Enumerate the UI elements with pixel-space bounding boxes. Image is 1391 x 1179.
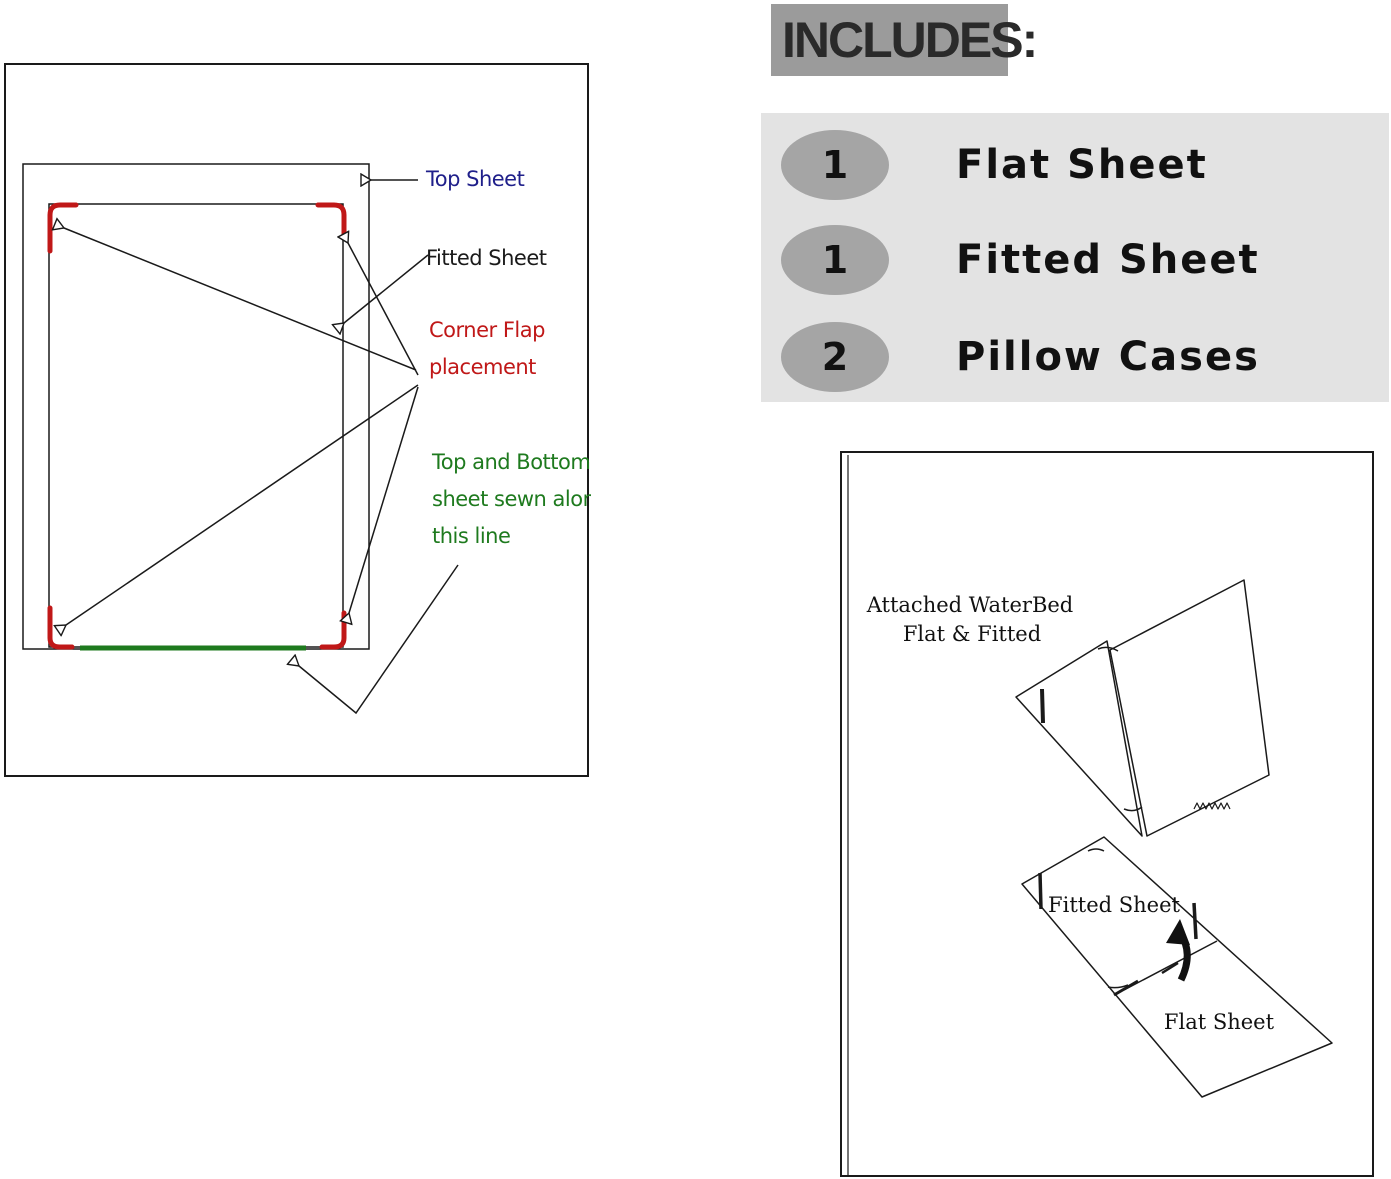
waterbed-sheet-diagram: Attached WaterBed Flat & Fitted xyxy=(840,451,1374,1177)
item-label: Fitted Sheet xyxy=(956,237,1260,283)
includes-header-box xyxy=(771,4,1008,76)
corner-flap-label-line1: Corner Flap xyxy=(429,318,545,342)
include-item: 2 Pillow Cases xyxy=(761,322,1389,392)
corner-flaps xyxy=(47,202,347,650)
top-sheet-outline xyxy=(22,163,370,650)
corner-flap-top-right xyxy=(315,202,347,238)
fitted-sheet-arrow-b xyxy=(348,243,419,376)
corner-flap-top-left xyxy=(47,202,79,254)
include-item: 1 Fitted Sheet xyxy=(761,225,1389,295)
fitted-flat-divider xyxy=(1123,940,1218,991)
item-quantity-badge: 1 xyxy=(781,130,889,200)
folded-back-panel xyxy=(1015,640,1143,837)
item-label: Flat Sheet xyxy=(956,142,1208,188)
corner-flap-arrow-bottom-right xyxy=(349,386,419,613)
fitted-sheet-label: Fitted Sheet xyxy=(426,246,547,270)
flat-and-fitted-sheets-illustration xyxy=(1021,836,1333,1098)
item-quantity-badge: 2 xyxy=(781,322,889,392)
sewn-line-arrow xyxy=(299,564,459,715)
folded-front-panel xyxy=(1109,579,1270,837)
caption-line1: Attached WaterBed xyxy=(866,593,1074,617)
fold-arrow-icon xyxy=(1166,919,1191,982)
waterbed-sheet-drawing: Attached WaterBed Flat & Fitted xyxy=(847,455,1333,1177)
sewn-label-line1: Top and Bottom xyxy=(431,450,590,474)
sheet-layout-drawing: Top Sheet Fitted Sheet Corner Flap place… xyxy=(22,163,591,715)
corner-flap-arrow-bottom-left xyxy=(66,384,419,625)
sewn-label-line2: sheet sewn along xyxy=(432,487,591,511)
top-sheet-label: Top Sheet xyxy=(425,167,525,191)
flat-sheet-label: Flat Sheet xyxy=(1164,1010,1275,1034)
folded-sheets-illustration xyxy=(1015,579,1270,837)
corner-flap-bottom-left xyxy=(47,605,75,650)
sheet-layout-diagram: Top Sheet Fitted Sheet Corner Flap place… xyxy=(4,63,591,777)
includes-title: INCLUDES: xyxy=(782,12,1038,68)
corner-flap-label-line2: placement xyxy=(429,355,536,379)
caption-line2: Flat & Fitted xyxy=(903,622,1041,646)
fitted-sheet-arrow-a xyxy=(344,254,429,323)
includes-items-panel: 1 Flat Sheet 1 Fitted Sheet 2 Pillow Cas… xyxy=(761,113,1389,402)
item-quantity-badge: 1 xyxy=(781,225,889,295)
corner-flap-bottom-right xyxy=(319,610,347,650)
lower-sheet-outline xyxy=(1021,836,1333,1098)
include-item: 1 Flat Sheet xyxy=(761,130,1389,200)
sewn-label-line3: this line xyxy=(432,524,510,548)
item-label: Pillow Cases xyxy=(956,334,1260,380)
fitted-sheet-outline xyxy=(48,203,344,648)
fitted-sheet-label: Fitted Sheet xyxy=(1048,893,1180,917)
corner-flap-arrow-top-left xyxy=(64,228,417,371)
